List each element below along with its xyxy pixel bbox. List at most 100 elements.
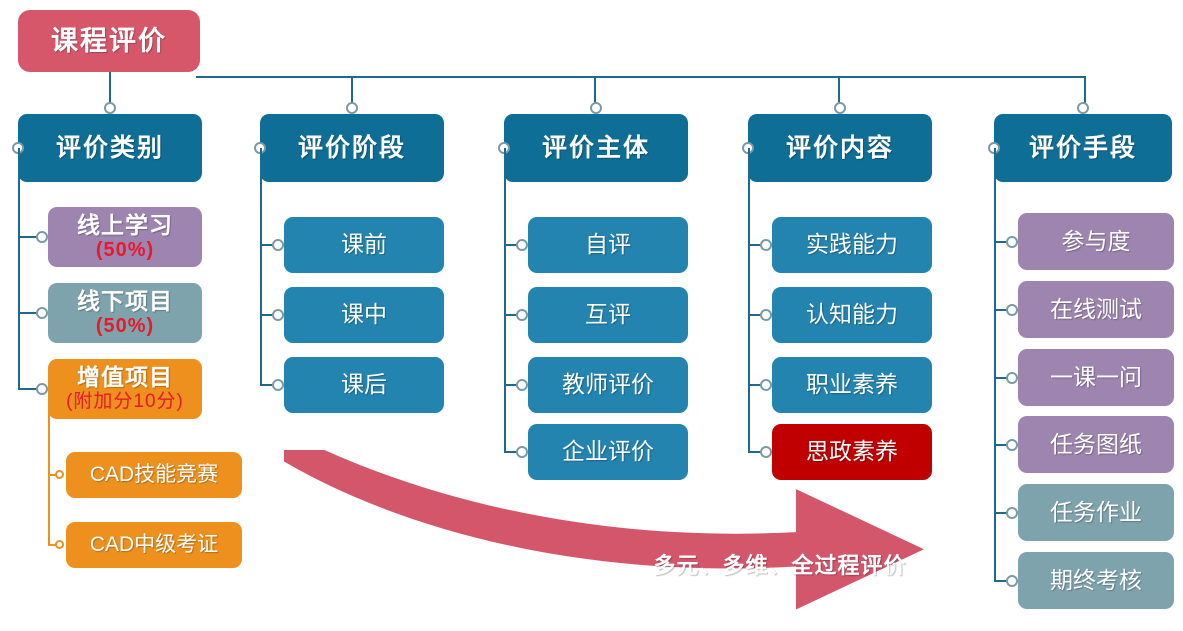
- item-label: 任务作业: [1050, 498, 1142, 525]
- branch-tick-1: [48, 474, 60, 476]
- column-header-label: 评价类别: [55, 134, 164, 162]
- column-top-knob-3: [590, 102, 602, 114]
- item-4-3[interactable]: 职业素养: [772, 357, 932, 413]
- item-5-3[interactable]: 一课一问: [1018, 349, 1174, 406]
- item-label: 互评: [585, 301, 631, 328]
- column-header-5[interactable]: 评价手段: [994, 114, 1172, 182]
- item-tick-2-2: [260, 314, 278, 316]
- item-label: 认知能力: [806, 301, 898, 328]
- item-knob-5-1: [1006, 235, 1018, 248]
- item-knob-4-1: [760, 239, 772, 251]
- item-3-1[interactable]: 自评: [528, 217, 688, 273]
- item-tick-1-3: [18, 388, 42, 390]
- column-header-4[interactable]: 评价内容: [748, 114, 932, 182]
- item-4-2[interactable]: 认知能力: [772, 287, 932, 343]
- item-4-4[interactable]: 思政素养: [772, 424, 932, 480]
- item-knob-1-2: [36, 307, 48, 319]
- item-tick-5-3: [994, 376, 1012, 379]
- item-tick-4-3: [748, 384, 766, 386]
- item-label: 课中: [341, 301, 387, 328]
- item-knob-5-6: [1006, 574, 1018, 587]
- item-knob-4-3: [760, 379, 772, 391]
- process-arrow-icon: [284, 450, 924, 610]
- item-2-3[interactable]: 课后: [284, 357, 444, 413]
- item-knob-5-5: [1006, 506, 1018, 519]
- item-knob-3-4: [516, 446, 528, 458]
- branch-item-2[interactable]: CAD中级考证: [66, 522, 242, 568]
- item-2-2[interactable]: 课中: [284, 287, 444, 343]
- column-header-label: 评价主体: [541, 134, 650, 162]
- item-label: 在线测试: [1050, 295, 1142, 322]
- item-label: 线上学习: [77, 211, 173, 238]
- item-knob-3-1: [516, 239, 528, 251]
- item-4-1[interactable]: 实践能力: [772, 217, 932, 273]
- item-1-2[interactable]: 线下项目(50%): [48, 283, 202, 343]
- item-label: 课后: [341, 371, 387, 398]
- item-3-4[interactable]: 企业评价: [528, 424, 688, 480]
- column-header-2[interactable]: 评价阶段: [260, 114, 444, 182]
- spine-drop-3: [594, 76, 596, 108]
- item-note: (附加分10分): [66, 391, 184, 413]
- item-knob-1-1: [36, 231, 48, 243]
- item-label: 期终考核: [1050, 566, 1142, 593]
- top-spine: [196, 76, 1086, 78]
- column-header-1[interactable]: 评价类别: [18, 114, 202, 182]
- spine-drop-2: [351, 76, 353, 108]
- item-knob-2-3: [272, 379, 284, 391]
- column-top-knob-5: [1077, 102, 1089, 114]
- item-label: 一课一问: [1050, 363, 1142, 390]
- item-5-1[interactable]: 参与度: [1018, 213, 1174, 270]
- root-down-stub: [109, 72, 111, 108]
- item-knob-3-2: [516, 309, 528, 321]
- branch-item-label: CAD技能竞赛: [89, 463, 219, 487]
- item-tick-5-1: [994, 240, 1012, 243]
- item-1-3[interactable]: 增值项目(附加分10分): [48, 359, 202, 419]
- column-header-label: 评价阶段: [297, 134, 406, 162]
- item-knob-1-3: [36, 383, 48, 395]
- item-tick-5-6: [994, 579, 1012, 582]
- item-label: 实践能力: [806, 231, 898, 258]
- item-1-1[interactable]: 线上学习(50%): [48, 207, 202, 267]
- item-tick-5-5: [994, 511, 1012, 514]
- item-5-2[interactable]: 在线测试: [1018, 281, 1174, 338]
- item-tick-5-2: [994, 308, 1012, 311]
- item-3-2[interactable]: 互评: [528, 287, 688, 343]
- item-5-5[interactable]: 任务作业: [1018, 484, 1174, 541]
- item-5-4[interactable]: 任务图纸: [1018, 416, 1174, 473]
- item-label: 教师评价: [562, 371, 654, 398]
- item-note: (50%): [95, 314, 155, 337]
- item-knob-5-2: [1006, 303, 1018, 316]
- root-node[interactable]: 课程评价: [18, 10, 200, 72]
- item-2-1[interactable]: 课前: [284, 217, 444, 273]
- column-rail-3: [504, 148, 506, 452]
- column-header-label: 评价手段: [1028, 134, 1137, 162]
- item-label: 自评: [585, 231, 631, 258]
- item-knob-4-4: [760, 446, 772, 458]
- branch-item-label: CAD中级考证: [89, 533, 219, 557]
- spine-drop-4: [838, 76, 840, 108]
- column-header-label: 评价内容: [785, 134, 894, 162]
- column-top-knob-2: [346, 102, 358, 114]
- item-tick-3-2: [504, 314, 522, 316]
- item-tick-3-4: [504, 451, 522, 453]
- column-rail-5: [994, 148, 996, 581]
- spine-drop-5: [1084, 76, 1086, 108]
- column-header-3[interactable]: 评价主体: [504, 114, 688, 182]
- column-rail-4: [748, 148, 750, 452]
- item-3-3[interactable]: 教师评价: [528, 357, 688, 413]
- root-connector-knob: [104, 102, 116, 114]
- item-label: 增值项目: [77, 364, 173, 391]
- item-tick-4-4: [748, 451, 766, 453]
- branch-tick-2: [48, 544, 60, 546]
- item-5-6[interactable]: 期终考核: [1018, 552, 1174, 609]
- item-tick-1-1: [18, 236, 42, 238]
- item-tick-3-1: [504, 244, 522, 246]
- item-tick-3-3: [504, 384, 522, 386]
- item-label: 思政素养: [806, 438, 898, 465]
- branch-item-1[interactable]: CAD技能竞赛: [66, 452, 242, 498]
- item-tick-2-3: [260, 384, 278, 386]
- column-top-knob-4: [834, 102, 846, 114]
- item-label: 线下项目: [77, 287, 173, 314]
- branch-knob-1: [55, 470, 64, 479]
